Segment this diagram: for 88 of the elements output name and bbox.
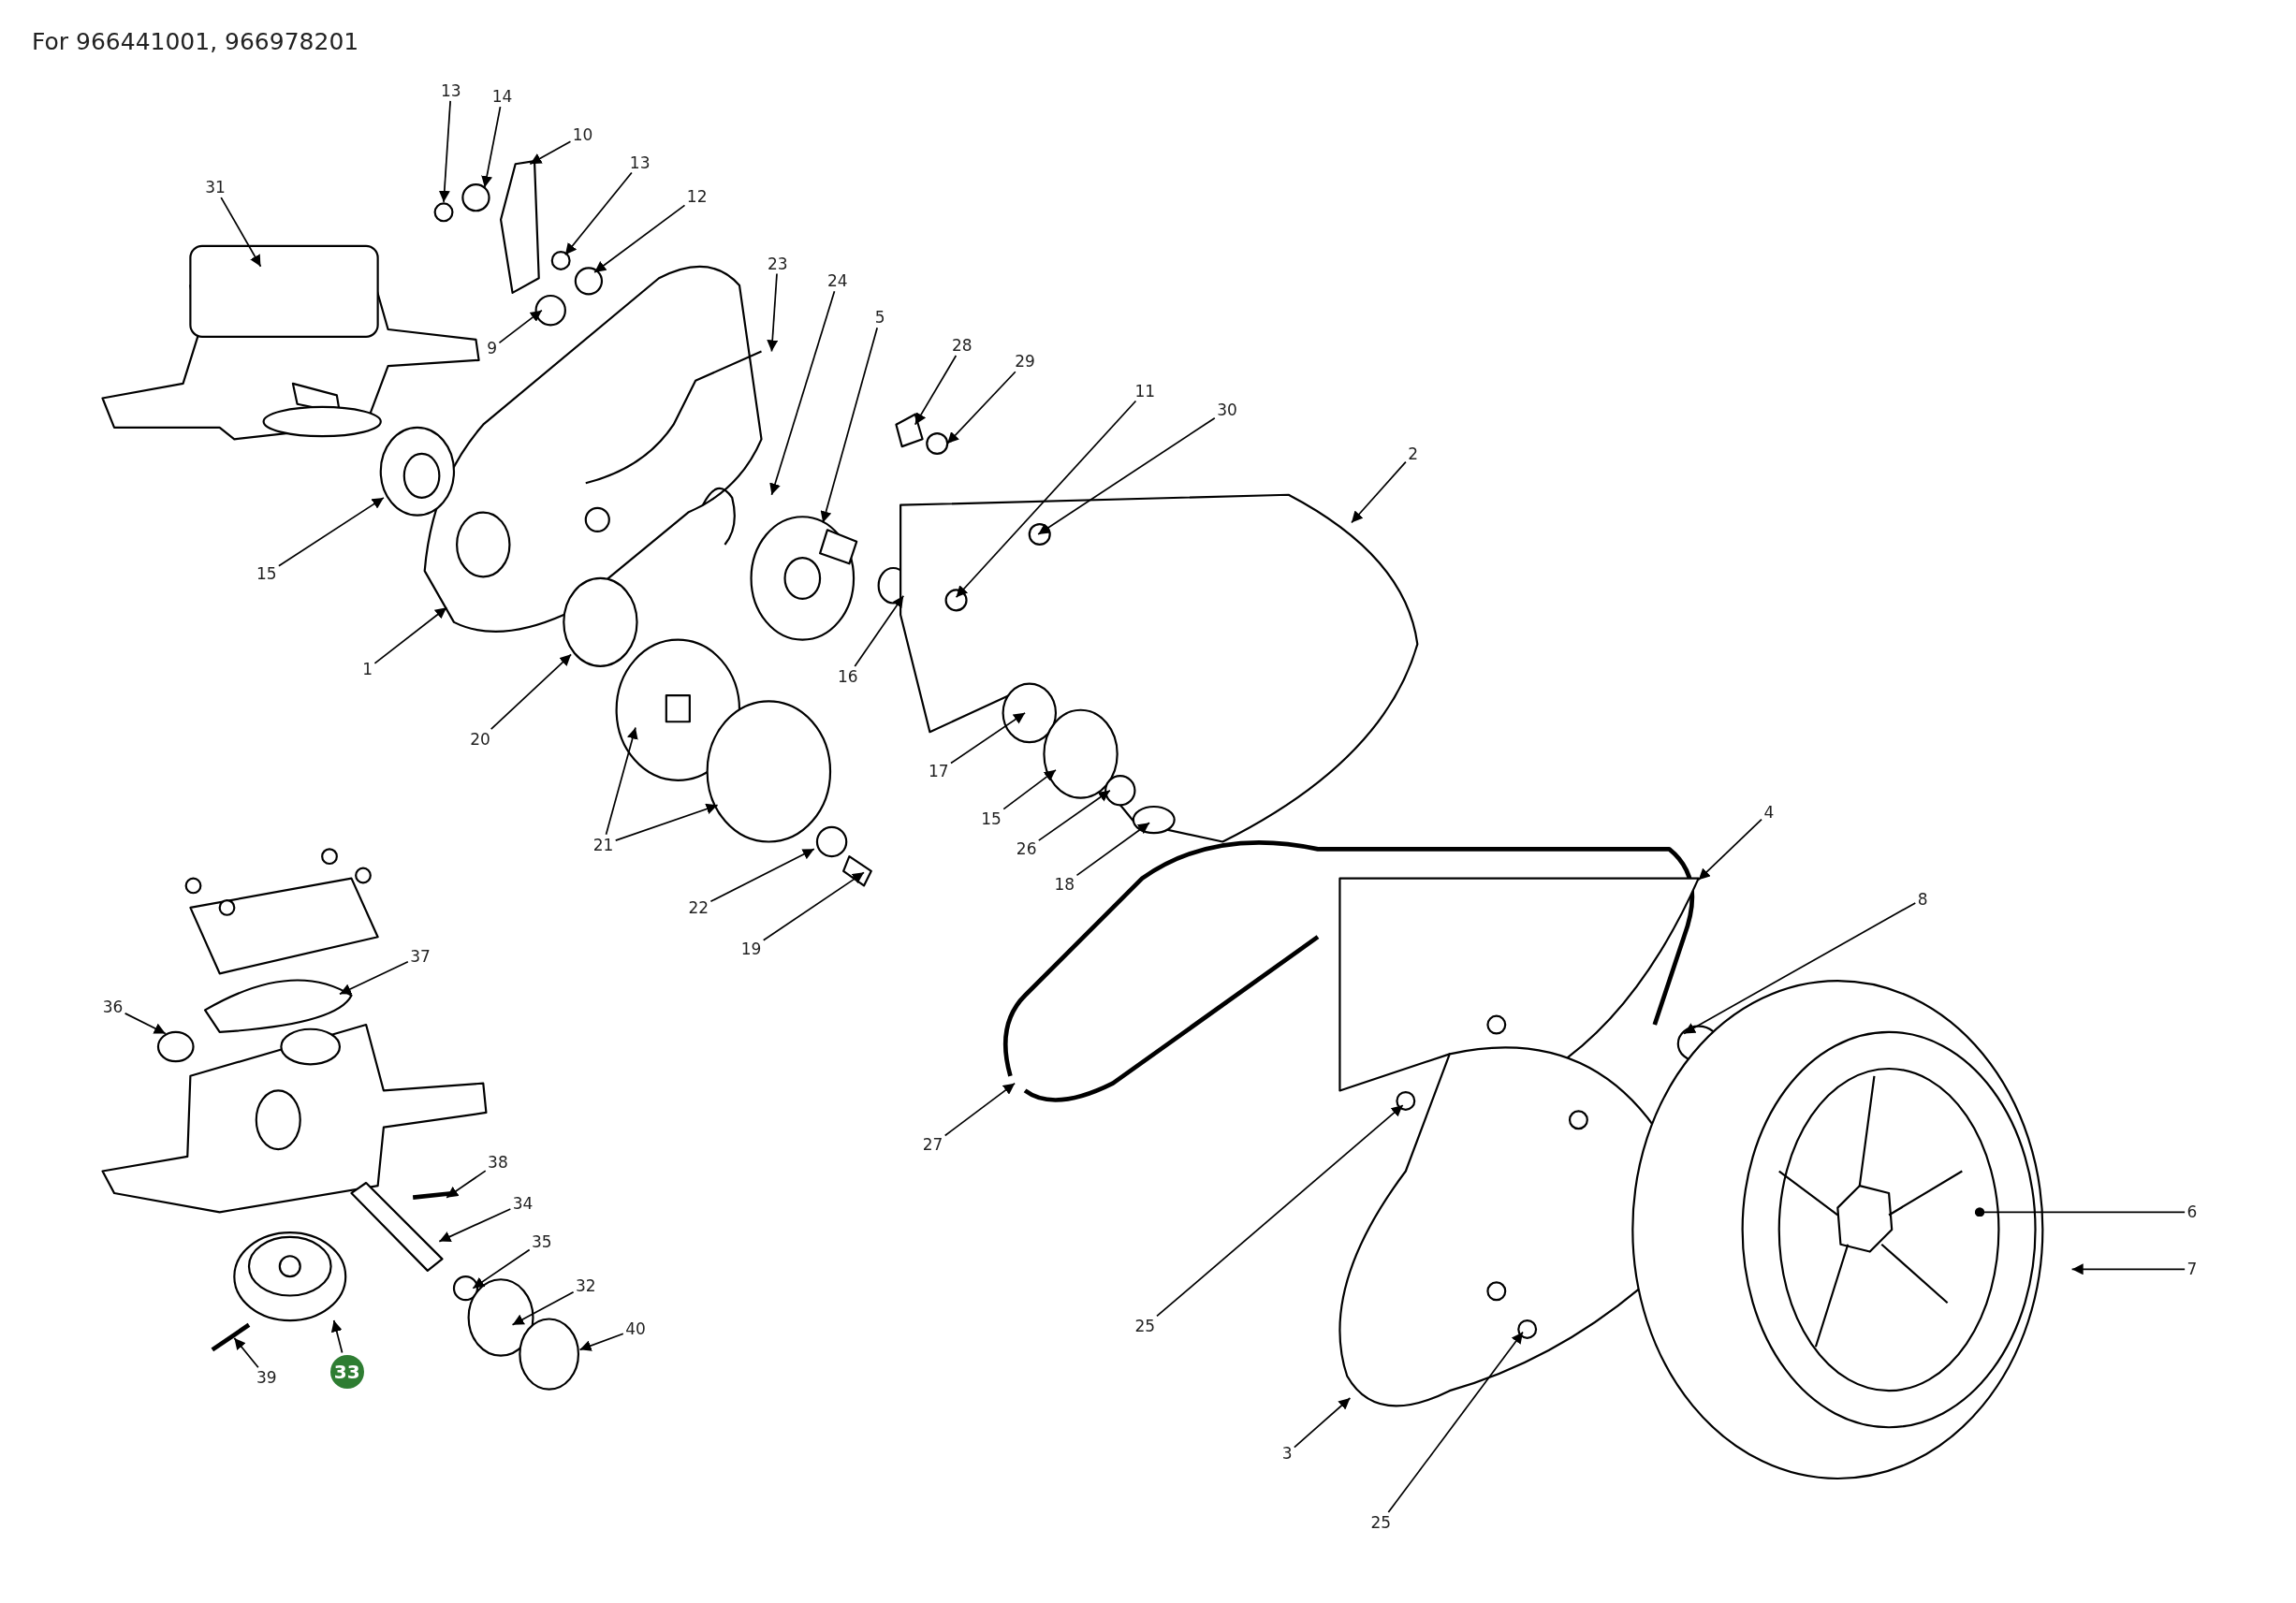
callout-number: 38 xyxy=(488,1154,508,1171)
callout-number: 37 xyxy=(410,948,431,965)
callout-number: 15 xyxy=(981,810,1002,826)
callout-number: 21 xyxy=(592,837,614,853)
leader-line xyxy=(498,309,543,344)
callout-number: 35 xyxy=(532,1233,552,1250)
callout-number: 8 xyxy=(1917,891,1928,908)
leader-line xyxy=(1974,1207,2186,1217)
leader-line xyxy=(1037,416,1216,535)
callout-number: 25 xyxy=(1370,1514,1392,1531)
callout-number: 17 xyxy=(928,763,949,780)
leader-line xyxy=(1387,1331,1524,1513)
callout-number: 15 xyxy=(256,565,277,582)
callout-number: 7 xyxy=(2186,1261,2198,1277)
callout-number: 18 xyxy=(1054,876,1075,893)
leader-line xyxy=(578,1333,624,1351)
leader-line xyxy=(529,140,572,166)
leader-line xyxy=(1002,769,1057,810)
leader-line xyxy=(955,400,1137,599)
callout-number: 13 xyxy=(441,82,461,99)
leader-line xyxy=(438,99,451,203)
leader-line xyxy=(769,290,836,496)
leader-line xyxy=(914,355,958,426)
leader-line xyxy=(762,871,865,941)
leader-line xyxy=(943,1082,1016,1137)
leader-line xyxy=(278,497,385,567)
leader-line xyxy=(481,106,502,189)
callout-number: 31 xyxy=(205,179,226,196)
leader-line xyxy=(330,1319,344,1354)
leader-line xyxy=(233,1337,259,1369)
callout-number: 32 xyxy=(575,1277,596,1294)
callout-number: 11 xyxy=(1134,383,1156,400)
callout-number: 4 xyxy=(1763,804,1775,821)
title-text: For 966441001, 966978201 xyxy=(32,28,359,55)
leader-line xyxy=(767,272,779,353)
leader-line xyxy=(1037,789,1111,841)
leader-line xyxy=(1156,1104,1404,1318)
leader-line xyxy=(490,653,572,730)
leader-line xyxy=(2070,1263,2186,1275)
leader-line xyxy=(1697,818,1762,882)
callout-number: 9 xyxy=(487,340,498,357)
callout-number: 40 xyxy=(625,1321,646,1337)
leader-line xyxy=(854,594,905,667)
leader-line xyxy=(614,803,719,841)
leader-line xyxy=(820,327,879,524)
callout-number: 30 xyxy=(1217,401,1237,418)
leader-line xyxy=(220,197,262,268)
leader-line xyxy=(1075,822,1150,877)
callout-number: 22 xyxy=(688,899,709,916)
callout-number: 26 xyxy=(1016,840,1037,857)
callout-number: 3 xyxy=(1281,1445,1293,1462)
callout-number: 28 xyxy=(952,337,973,354)
leader-line xyxy=(339,960,409,996)
callout-number: 24 xyxy=(827,272,848,289)
callout-number: 25 xyxy=(1134,1318,1156,1334)
callout-number: 13 xyxy=(629,154,651,171)
callout-number: 12 xyxy=(686,188,708,205)
callout-number: 29 xyxy=(1015,353,1035,370)
leader-line xyxy=(593,204,686,273)
leader-line xyxy=(1683,902,1917,1035)
callout-number: 23 xyxy=(767,255,788,272)
leader-line xyxy=(1351,460,1407,524)
callout-number: 14 xyxy=(491,88,513,105)
callout-number: 36 xyxy=(102,998,124,1015)
callout-number: 10 xyxy=(572,126,593,143)
callout-number: 16 xyxy=(837,668,858,685)
callout-number: 39 xyxy=(256,1369,277,1386)
leader-line xyxy=(472,1248,531,1290)
callout-number: 2 xyxy=(1408,445,1419,462)
leader-line xyxy=(946,371,1016,444)
callout-number: 19 xyxy=(740,940,762,957)
leader-line xyxy=(124,1013,167,1035)
callout-number: 5 xyxy=(874,309,885,326)
leader-line xyxy=(511,1290,575,1326)
leader-line xyxy=(446,1170,487,1199)
leader-line xyxy=(605,726,638,836)
callout-number: 34 xyxy=(512,1195,534,1212)
callout-number: 20 xyxy=(470,731,490,748)
leader-line xyxy=(373,606,448,664)
callout-number: 27 xyxy=(922,1136,943,1153)
callout-number: 6 xyxy=(2186,1203,2198,1220)
leader-line xyxy=(564,171,633,256)
leader-line xyxy=(709,848,815,903)
leader-line xyxy=(1294,1397,1352,1449)
callout-number: 1 xyxy=(362,661,373,678)
leader-line xyxy=(950,712,1026,765)
callout-badge: 33 xyxy=(329,1354,364,1389)
leader-line xyxy=(438,1208,512,1243)
